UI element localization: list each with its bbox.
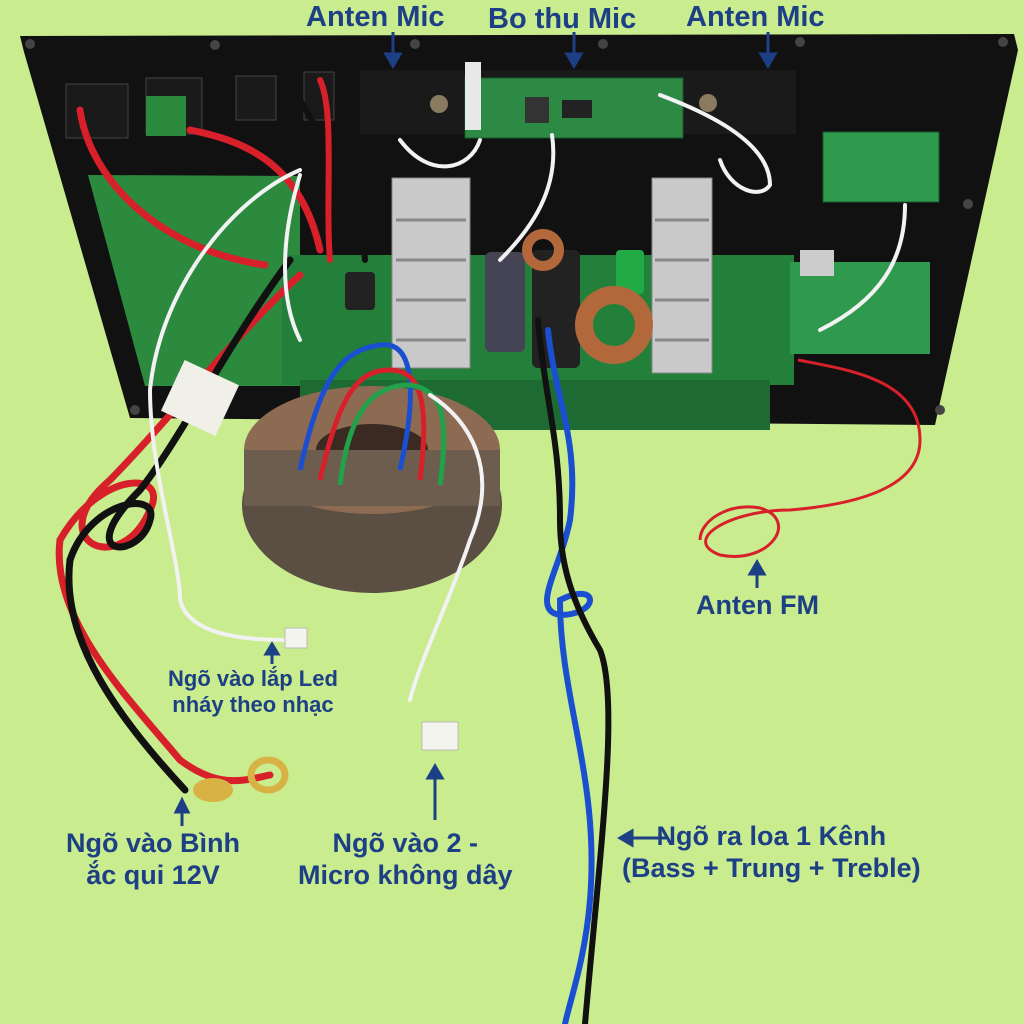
label-anten-mic-right: Anten Mic [686,1,825,33]
label-speaker-output: Ngõ ra loa 1 Kênh (Bass + Trung + Treble… [622,820,921,885]
display-board [822,131,940,203]
panel-screws [25,37,1008,415]
label-led-input: Ngõ vào lắp Led nháy theo nhạc [168,666,338,719]
label-speaker-output-line2: (Bass + Trung + Treble) [622,853,921,884]
label-bo-thu-mic: Bo thu Mic [488,3,637,35]
label-battery-input-line2: ắc qui 12V [86,860,220,891]
label-mic-input: Ngõ vào 2 - Micro không dây [298,827,513,892]
capacitors [345,250,644,368]
copper-inductor [575,286,653,364]
label-mic-input-line2: Micro không dây [298,860,513,891]
usb-fm-board [790,262,930,354]
label-anten-mic-left: Anten Mic [306,1,445,33]
label-anten-fm: Anten FM [696,590,819,620]
label-mic-input-line1: Ngõ vào 2 - [332,828,479,858]
heat-sinks [391,177,713,374]
label-speaker-output-line1: Ngõ ra loa 1 Kênh [656,821,887,851]
arrows [173,32,778,848]
label-battery-input-line1: Ngõ vào Bình [66,828,240,858]
label-led-input-line2: nháy theo nhạc [172,692,334,718]
label-led-input-line1: Ngõ vào lắp Led [168,666,338,691]
label-battery-input: Ngõ vào Bình ắc qui 12V [66,827,240,892]
